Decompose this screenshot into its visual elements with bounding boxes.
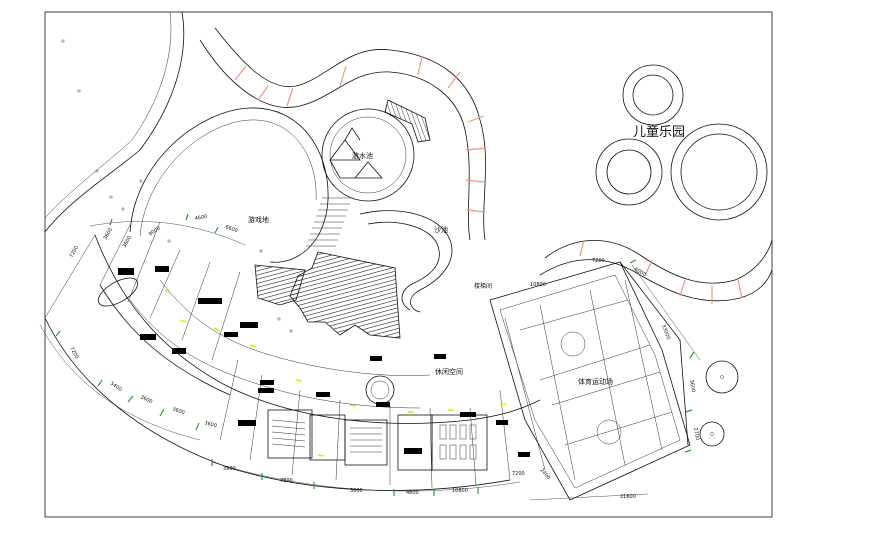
dim-3: 3600 [350,488,363,494]
dim-13: 7200 [69,245,81,259]
dim-22: 6000 [633,267,647,279]
dim-15: 4600 [194,214,208,222]
dim-7: 21600 [620,494,636,500]
stair-label: 楼梯间 [474,282,492,290]
dim-4: 4800 [406,490,419,496]
dim-18: 7200 [592,258,605,264]
main-building: 休闲空间 楼梯间 [44,221,541,491]
sand-pit-wall-inner [367,221,440,311]
dim-17: 10800 [530,282,546,288]
lawn-label: 游戏地 [248,215,269,224]
pond-label: 游水池 [352,151,373,160]
dim-20: 3600 [688,379,696,393]
sand-pit-label: 沙池 [434,225,448,234]
drawing-border [44,11,773,518]
dim-23: 3600 [103,227,115,241]
dim-2: 7800 [280,478,293,484]
meander-walkway [199,27,773,304]
tree-canopy-inner [44,11,172,219]
hatched-roof-2 [254,264,306,306]
dim-1: 3900 [223,466,236,472]
dim-6: 7200 [512,471,525,477]
dim-11: 3600 [203,420,217,429]
pond-area: 游水池 [321,99,431,202]
children-park-label: 儿童乐园 [633,124,685,140]
trees [699,360,739,447]
dim-19: 33000 [660,324,671,341]
dim-8: 5400 [109,381,123,393]
atrium-label: 休闲空间 [435,367,463,376]
dim-9: 3600 [139,394,153,405]
lawn-oval-inner [139,119,317,237]
dim-24: 2400 [538,467,551,481]
dim-10: 3600 [171,406,185,416]
dim-21: 2700 [692,427,700,441]
dim-5: 10800 [452,488,468,494]
sports-court-label: 体育运动场 [578,377,613,386]
dim-16: 3600 [122,235,134,249]
shrub-dots [61,39,293,333]
dim-12: 7200 [68,346,80,360]
hatched-roof [289,251,401,339]
children-park: 儿童乐园 [595,64,768,221]
sand-pit-wall [359,210,453,313]
steps [306,197,352,247]
sports-court: 体育运动场 [489,261,691,501]
tree-canopy-arc [44,11,185,233]
dim-14: 6600 [224,224,238,234]
lawn-oval [129,107,329,263]
